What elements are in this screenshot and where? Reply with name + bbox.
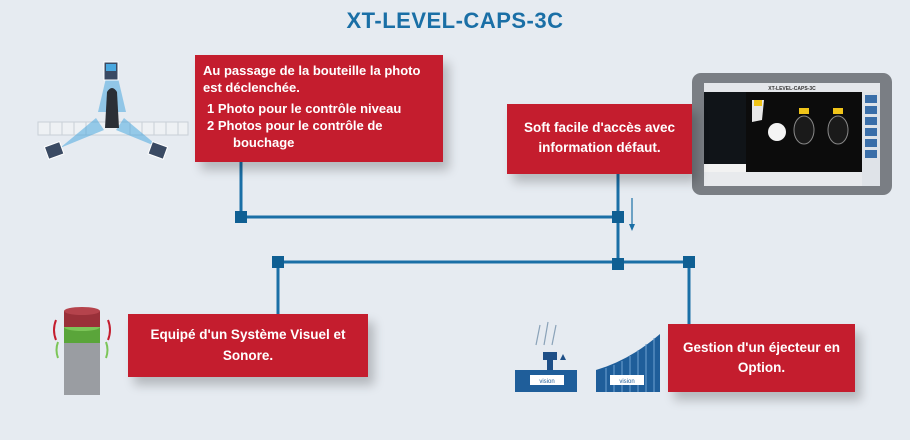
green-light [64, 327, 100, 343]
camera-inspection-illustration [37, 61, 189, 160]
capture-intro: Au passage de la bouteille la photo est … [203, 63, 421, 95]
page-title: XT-LEVEL-CAPS-3C [346, 8, 564, 33]
node [612, 211, 624, 223]
ejector-info-box: Gestion d'un éjecteur en Option. [668, 324, 855, 392]
node [612, 258, 624, 270]
node [272, 256, 284, 268]
camera-icon [147, 140, 169, 160]
small-arrow-icon [629, 198, 635, 231]
capture-item-2-cont: bouchage [233, 135, 295, 150]
screen-title: XT-LEVEL-CAPS-3C [768, 86, 816, 92]
signal-info-box: Equipé d'un Système Visuel et Sonore. [128, 314, 368, 377]
capture-item-2: 2 Photos pour le contrôle de [207, 118, 383, 133]
software-info-box: Soft facile d'accès avec information déf… [507, 104, 692, 174]
node [683, 256, 695, 268]
software-screen-illustration: XT-LEVEL-CAPS-3C [692, 73, 892, 195]
brand-label: vision [619, 379, 634, 385]
node [235, 211, 247, 223]
signal-light-illustration [53, 307, 111, 395]
light-base [64, 337, 100, 395]
capture-info-box: Au passage de la bouteille la photo est … [195, 55, 443, 162]
red-light [64, 311, 100, 327]
capture-item-1: 1 Photo pour le contrôle niveau [207, 101, 402, 116]
connector-lines [239, 162, 691, 324]
brand-label: vision [539, 379, 554, 385]
bottle-icon [105, 88, 119, 128]
connector-nodes [235, 211, 695, 270]
camera-icon [43, 140, 65, 160]
ejector-illustration: vision vision [515, 321, 660, 392]
